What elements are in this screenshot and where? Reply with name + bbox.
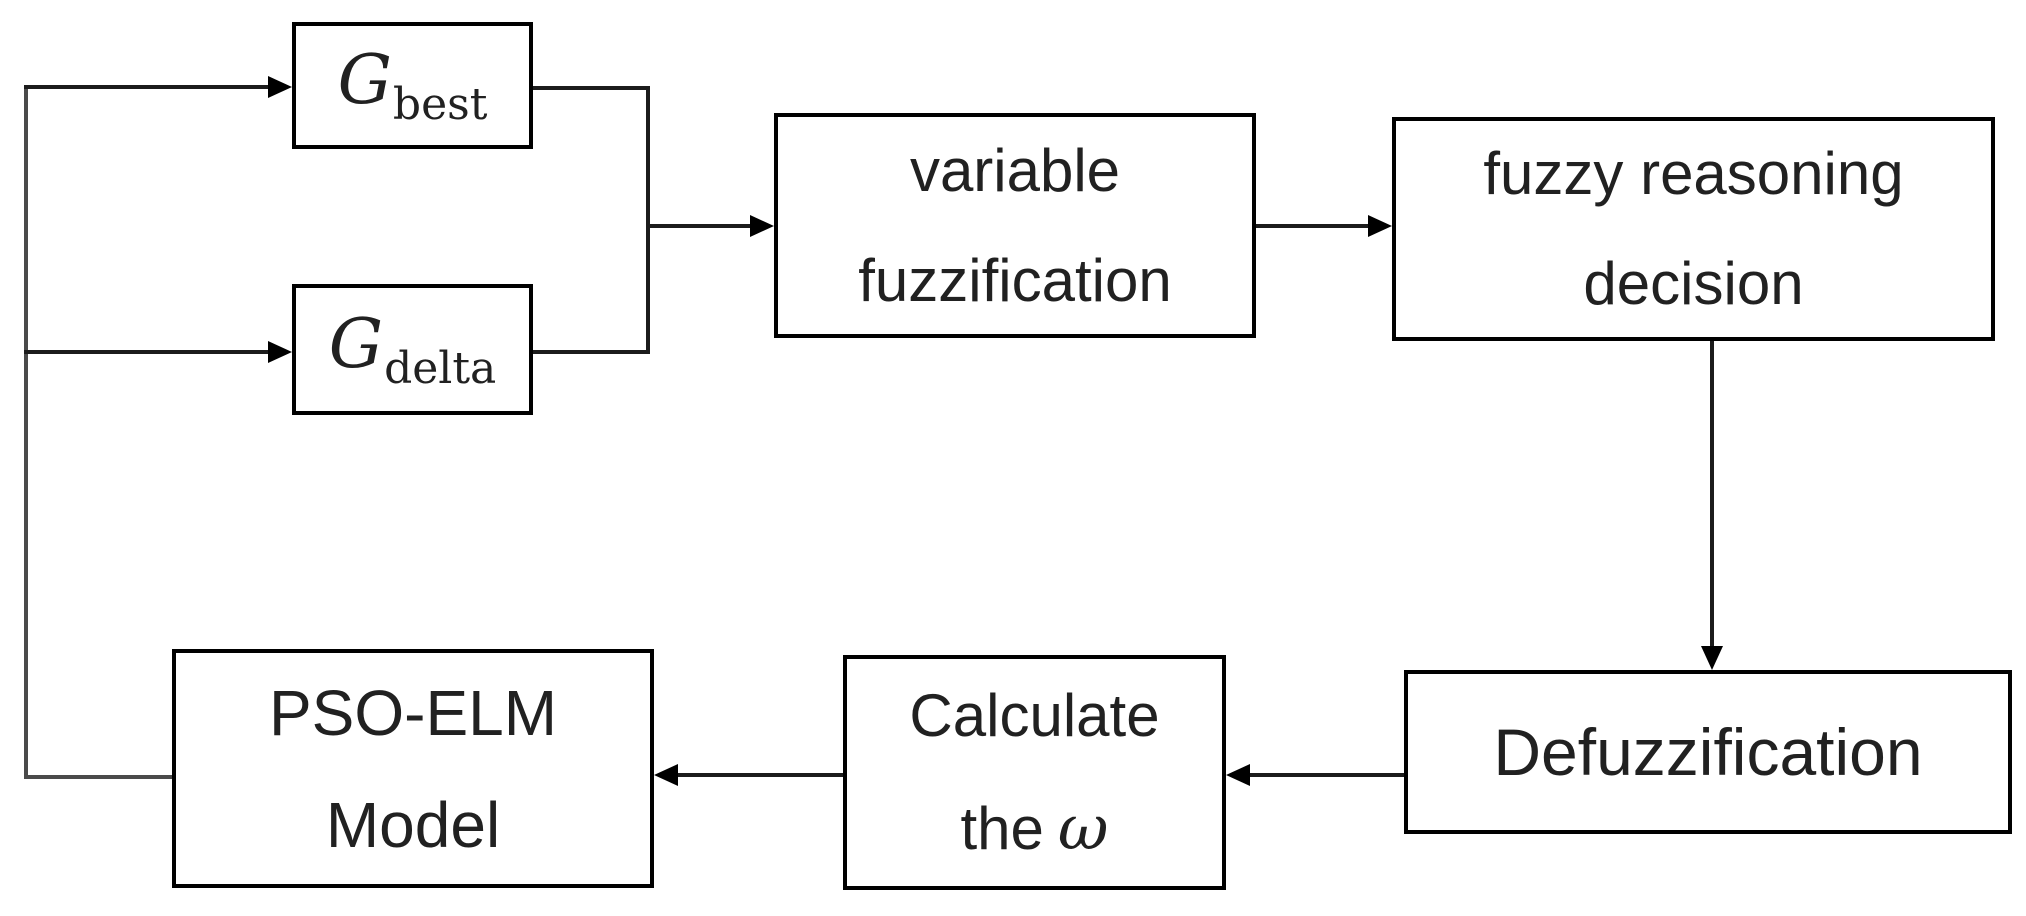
arrow-shaft-to-gbest	[24, 85, 270, 89]
fuzzy-reasoning-label-line1: fuzzy reasoning	[1483, 140, 1904, 207]
feedback-horizontal-line	[26, 775, 172, 779]
arrowhead-into-gbest-icon	[268, 76, 292, 98]
arrowhead-into-defuzzification-icon	[1701, 646, 1723, 670]
gdelta-output-line	[533, 350, 650, 354]
gdelta-label: Gdelta	[329, 305, 497, 394]
arrow-shaft-to-pso-elm	[676, 773, 843, 777]
node-fuzzy-reasoning-decision: fuzzy reasoning decision	[1392, 117, 1995, 341]
arrow-shaft-to-gdelta	[24, 350, 270, 354]
arrow-shaft-to-calculate	[1248, 773, 1404, 777]
gdelta-subscript: delta	[384, 343, 497, 394]
pso-elm-label-line1: PSO-ELM	[268, 676, 558, 749]
feedback-vertical-line	[24, 85, 28, 779]
calculate-label-line1: Calculate	[909, 682, 1160, 749]
gbest-label: Gbest	[338, 41, 488, 130]
gbest-symbol: G	[337, 41, 392, 120]
node-gbest: Gbest	[292, 22, 533, 149]
variable-fuzzification-label-line1: variable	[909, 136, 1121, 204]
calculate-the-text: the	[960, 795, 1044, 862]
arrowhead-into-gdelta-icon	[268, 341, 292, 363]
pso-elm-label-line2: Model	[325, 788, 501, 861]
arrowhead-into-fuzzification-icon	[750, 215, 774, 237]
node-pso-elm-model: PSO-ELM Model	[172, 649, 654, 888]
node-gdelta: Gdelta	[292, 284, 533, 415]
arrow-shaft-to-defuzzification	[1710, 341, 1714, 648]
fuzzy-reasoning-label-line2: decision	[1583, 250, 1804, 317]
node-variable-fuzzification: variable fuzzification	[774, 113, 1256, 338]
node-defuzzification: Defuzzification	[1404, 670, 2012, 834]
omega-symbol: ω	[1057, 791, 1109, 864]
arrowhead-into-fuzzy-reasoning-icon	[1368, 215, 1392, 237]
merge-vertical-line	[646, 86, 650, 354]
arrowhead-into-pso-elm-icon	[654, 764, 678, 786]
gbest-subscript: best	[392, 79, 488, 130]
arrowhead-into-calculate-icon	[1226, 764, 1250, 786]
defuzzification-label: Defuzzification	[1493, 715, 1923, 789]
arrow-shaft-to-fuzzification	[648, 224, 752, 228]
variable-fuzzification-label-line2: fuzzification	[858, 246, 1172, 314]
arrow-shaft-to-fuzzy-reasoning	[1256, 224, 1370, 228]
gbest-output-line	[533, 86, 650, 90]
gdelta-symbol: G	[328, 305, 384, 384]
